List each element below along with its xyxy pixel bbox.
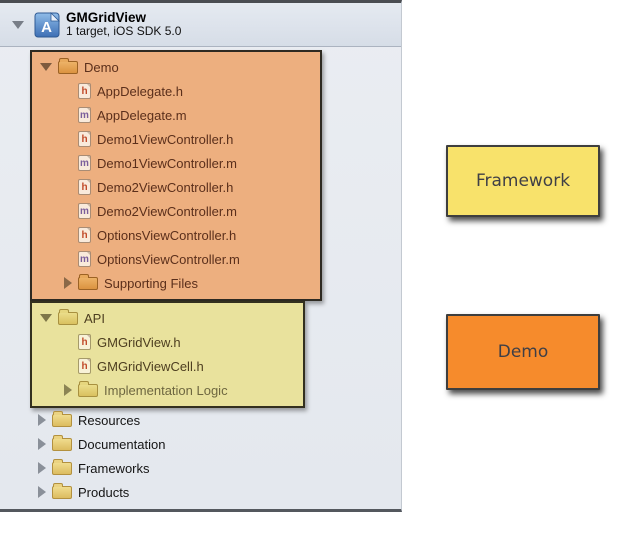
tree-row-file[interactable]: m AppDelegate.m [32, 103, 320, 127]
demo-group-highlight: Demo h AppDelegate.h m AppDelegate.m h D… [30, 50, 322, 301]
tree-row-file[interactable]: m OptionsViewController.m [32, 247, 320, 271]
disclosure-right-icon[interactable] [38, 438, 46, 450]
file-label: AppDelegate.h [97, 83, 184, 99]
file-label: GMGridView.h [97, 334, 181, 350]
disclosure-right-icon[interactable] [64, 384, 72, 396]
header-file-icon: h [78, 131, 91, 147]
file-label: AppDelegate.m [97, 107, 187, 123]
file-label: OptionsViewController.h [97, 227, 237, 243]
project-title: GMGridView [66, 9, 147, 25]
header-file-icon: h [78, 83, 91, 99]
tree-row-file[interactable]: h OptionsViewController.h [32, 223, 320, 247]
folder-icon [52, 410, 72, 427]
project-navigator: A GMGridView 1 target, iOS SDK 5.0 Demo … [0, 0, 402, 512]
file-label: Demo1ViewController.m [97, 155, 237, 171]
disclosure-down-icon[interactable] [40, 63, 52, 71]
svg-text:A: A [41, 19, 52, 36]
tree-row-file[interactable]: h GMGridViewCell.h [32, 354, 303, 378]
tree-row-file[interactable]: h Demo2ViewController.h [32, 175, 320, 199]
folder-label: Documentation [78, 436, 166, 452]
demo-annotation-label: Demo [497, 342, 549, 362]
disclosure-right-icon[interactable] [38, 414, 46, 426]
folder-icon [52, 482, 72, 499]
project-root-row[interactable]: A GMGridView 1 target, iOS SDK 5.0 [0, 3, 401, 47]
folder-label: Resources [78, 412, 141, 428]
tree-row-file[interactable]: h GMGridView.h [32, 330, 303, 354]
tree-row-file[interactable]: h Demo1ViewController.h [32, 127, 320, 151]
tree-row-frameworks[interactable]: Frameworks [0, 456, 401, 480]
framework-annotation-box: Framework [446, 145, 600, 217]
header-file-icon: h [78, 334, 91, 350]
impl-file-icon: m [78, 107, 91, 123]
framework-annotation-label: Framework [475, 171, 571, 191]
tree-row-file[interactable]: h AppDelegate.h [32, 79, 320, 103]
impl-file-icon: m [78, 251, 91, 267]
disclosure-right-icon[interactable] [38, 486, 46, 498]
disclosure-right-icon[interactable] [38, 462, 46, 474]
header-file-icon: h [78, 227, 91, 243]
tree-row-file[interactable]: m Demo1ViewController.m [32, 151, 320, 175]
impl-file-icon: m [78, 155, 91, 171]
file-tree: Demo h AppDelegate.h m AppDelegate.m h D… [0, 47, 401, 504]
tree-row-products[interactable]: Products [0, 480, 401, 504]
folder-icon [58, 57, 78, 74]
header-file-icon: h [78, 179, 91, 195]
tree-row-implementation-logic[interactable]: Implementation Logic [32, 378, 303, 402]
file-label: Demo1ViewController.h [97, 131, 234, 147]
folder-icon [52, 458, 72, 475]
disclosure-right-icon[interactable] [64, 277, 72, 289]
folder-label: API [84, 310, 105, 326]
api-group-highlight: API h GMGridView.h h GMGridViewCell.h Im… [30, 301, 305, 408]
disclosure-down-icon[interactable] [40, 314, 52, 322]
tree-row-documentation[interactable]: Documentation [0, 432, 401, 456]
tree-row-demo-folder[interactable]: Demo [32, 55, 320, 79]
file-label: Demo2ViewController.h [97, 179, 234, 195]
folder-icon [78, 273, 98, 290]
file-label: GMGridViewCell.h [97, 358, 204, 374]
demo-annotation-box: Demo [446, 314, 600, 390]
impl-file-icon: m [78, 203, 91, 219]
file-label: Demo2ViewController.m [97, 203, 237, 219]
folder-label: Demo [84, 59, 119, 75]
project-subtitle: 1 target, iOS SDK 5.0 [66, 24, 182, 39]
tree-row-resources[interactable]: Resources [0, 408, 401, 432]
folder-icon [52, 434, 72, 451]
folder-icon [58, 308, 78, 325]
tree-row-supporting-files[interactable]: Supporting Files [32, 271, 320, 295]
tree-row-api-folder[interactable]: API [32, 306, 303, 330]
folder-label: Supporting Files [104, 275, 198, 291]
folder-label: Products [78, 484, 130, 500]
disclosure-down-icon[interactable] [12, 20, 24, 29]
tree-row-file[interactable]: m Demo2ViewController.m [32, 199, 320, 223]
folder-icon [78, 380, 98, 397]
file-label: OptionsViewController.m [97, 251, 240, 267]
xcode-project-icon: A [34, 11, 60, 37]
folder-label: Implementation Logic [104, 382, 228, 398]
folder-label: Frameworks [78, 460, 150, 476]
header-file-icon: h [78, 358, 91, 374]
